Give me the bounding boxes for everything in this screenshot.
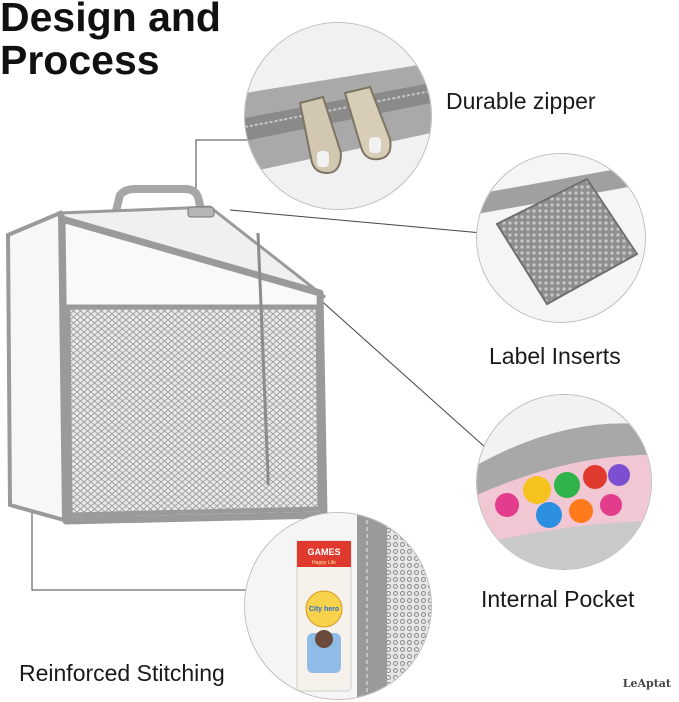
internal-pocket-closeup (476, 394, 652, 570)
label-label-inserts: Label Inserts (489, 343, 621, 369)
label-reinforced-stitching: Reinforced Stitching (19, 660, 225, 686)
bag-side-panel (5, 209, 67, 523)
title-line-2: Process (0, 37, 160, 83)
zipper-pull-left (298, 95, 343, 175)
mesh-pocket (65, 304, 323, 518)
card-sub: Happy Life (312, 560, 336, 566)
inner-pocket-edge (256, 232, 270, 485)
label-durable-zipper: Durable zipper (446, 88, 596, 114)
brand-watermark: LeAptat (622, 677, 671, 690)
zipper-pull (187, 206, 215, 218)
bag-handle (111, 185, 206, 216)
card-hero-text: City hero (309, 606, 339, 613)
stitching-closeup: GAMES Happy Life City hero (244, 512, 432, 700)
label-internal-pocket: Internal Pocket (481, 586, 635, 612)
organizer-bag-image (5, 185, 328, 525)
label-inserts-closeup (476, 153, 646, 323)
zipper-closeup (244, 22, 432, 210)
page-title: Design and Process (0, 0, 221, 82)
title-line-1: Design and (0, 0, 221, 40)
card-brand: GAMES (307, 547, 340, 557)
